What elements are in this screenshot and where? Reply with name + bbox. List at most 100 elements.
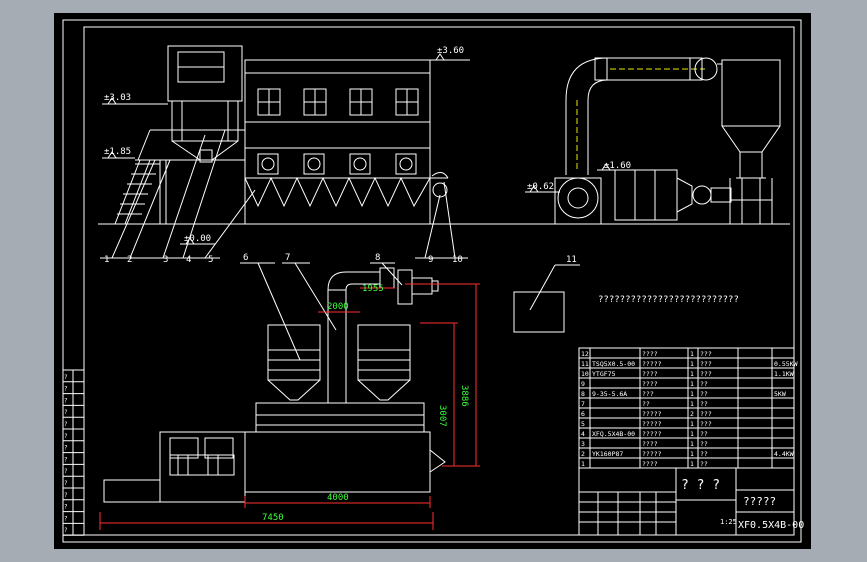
- dimension-7450: 7450: [262, 513, 284, 523]
- parts-table-cell-mat: ???: [700, 370, 712, 378]
- parts-table-cell-no: 5: [581, 420, 585, 428]
- parts-table-cell-name: ?????: [642, 410, 662, 418]
- elevation-1-85: ±1.85: [104, 147, 131, 157]
- parts-table-cell-no: 11: [581, 360, 589, 368]
- part-11-leader: [529, 264, 556, 311]
- parts-table-cell-mat: ??: [700, 440, 708, 448]
- parts-table-cell-qty: 1: [690, 440, 694, 448]
- parts-table-cell-name: ????: [642, 440, 658, 448]
- parts-table-cell-qty: 1: [690, 460, 694, 468]
- parts-table-cell-name: ????: [642, 460, 658, 468]
- left-strip-cell: ?: [64, 492, 68, 499]
- parts-table-cell-qty: 1: [690, 350, 694, 358]
- part-leaders-top: [100, 129, 468, 259]
- parts-table-cell-qty: 1: [690, 420, 694, 428]
- parts-table-cell-mat: ???: [700, 420, 712, 428]
- parts-table-cell-note: 5KW: [774, 390, 786, 398]
- left-strip: ??????????????: [62, 369, 85, 536]
- part-labels-top: 1 2 3 4 5 9 10: [104, 255, 463, 265]
- left-strip-cell: ?: [64, 374, 68, 381]
- part-label-6: 6: [243, 253, 248, 263]
- part-label-10: 10: [452, 255, 463, 265]
- part-label-8: 8: [375, 253, 380, 263]
- elevation-3-03: ±3.03: [104, 93, 131, 103]
- parts-table-cell-note: 1.1KW: [774, 370, 794, 378]
- parts-table-cell-code: XFQ.5X4B-00: [592, 430, 635, 438]
- outer-border: [62, 19, 802, 543]
- dryer-front-view: [102, 45, 470, 245]
- dimension-4000: 4000: [327, 493, 349, 503]
- parts-table-cell-name: ??: [642, 400, 650, 408]
- parts-table-cell-name: ???: [642, 390, 654, 398]
- parts-table-cell-name: ?????: [642, 430, 662, 438]
- parts-table-cell-code: 9-35-5.6A: [592, 390, 627, 398]
- parts-table-cell-no: 6: [581, 410, 585, 418]
- left-strip-cell: ?: [64, 433, 68, 440]
- parts-table-cell-qty: 1: [690, 430, 694, 438]
- parts-table-cell-code: YTGF75: [592, 370, 616, 378]
- dimension-lines: [99, 283, 480, 530]
- parts-table-cell-qty: 1: [690, 380, 694, 388]
- parts-table-cell-note: 4.4KW: [774, 450, 794, 458]
- left-strip-cell: ?: [64, 456, 68, 463]
- parts-table-cell-qty: 1: [690, 360, 694, 368]
- parts-table-cell-name: ?????: [642, 360, 662, 368]
- title-big: ? ? ?: [681, 478, 720, 493]
- part-label-7: 7: [285, 253, 290, 263]
- parts-table-cell-mat: ???: [700, 410, 712, 418]
- parts-table-cell-no: 1: [581, 460, 585, 468]
- technical-note: ??????????????????????????: [598, 295, 739, 305]
- left-strip-cell: ?: [64, 527, 68, 534]
- parts-table-cell-mat: ??: [700, 460, 708, 468]
- left-strip-cell: ?: [64, 468, 68, 475]
- parts-table-cell-no: 9: [581, 380, 585, 388]
- parts-table-cell-name: ?????: [642, 420, 662, 428]
- parts-table-cell-mat: ??: [700, 450, 708, 458]
- left-strip-cell: ?: [64, 386, 68, 393]
- left-strip-cell: ?: [64, 397, 68, 404]
- parts-table-cell-mat: ??: [700, 380, 708, 388]
- part-label-1: 1: [104, 255, 109, 265]
- left-strip-cell: ?: [64, 445, 68, 452]
- dimension-1955: 1955: [362, 284, 384, 294]
- part-label-11: 11: [566, 255, 577, 265]
- left-strip-cell: ?: [64, 421, 68, 428]
- part-label-3: 3: [163, 255, 168, 265]
- parts-table-cell-name: ????: [642, 370, 658, 378]
- drawing-scale: 1:25: [720, 518, 737, 526]
- parts-table-cell-mat: ??: [700, 390, 708, 398]
- parts-table-cell-note: 0.55KW: [774, 360, 798, 368]
- parts-table-cell-no: 10: [581, 370, 589, 378]
- parts-table-cell-name: ????: [642, 350, 658, 358]
- parts-table-cell-qty: 1: [690, 370, 694, 378]
- part-leaders-bottom: [240, 262, 403, 361]
- dimension-3007: 3007: [437, 405, 447, 427]
- parts-table-cell-mat: ???: [700, 360, 712, 368]
- parts-table-cell-code: YK160P87: [592, 450, 623, 458]
- dryer-plan-view: [103, 267, 446, 503]
- left-strip-cell: ?: [64, 409, 68, 416]
- parts-table-cell-mat: ??: [700, 430, 708, 438]
- parts-table-cell-no: 7: [581, 400, 585, 408]
- company-name: ?????: [743, 495, 776, 508]
- dimension-3886: 3886: [459, 385, 469, 407]
- parts-table-cell-code: TSQ5X0.5-00: [592, 360, 635, 368]
- dimension-2000: 2000: [327, 302, 349, 312]
- part-label-5: 5: [208, 255, 213, 265]
- left-strip-cell: ?: [64, 480, 68, 487]
- elevation-1-60: ±1.60: [604, 161, 631, 171]
- parts-table-cell-no: 12: [581, 350, 589, 358]
- parts-table-cell-no: 2: [581, 450, 585, 458]
- drawing-number: XF0.5X4B-00: [738, 520, 804, 531]
- left-strip-cell: ?: [64, 515, 68, 522]
- elevation-0-62: ±0.62: [527, 182, 554, 192]
- elevation-0-00: ±0.00: [184, 234, 211, 244]
- title-block: [578, 467, 795, 536]
- left-strip-cell: ?: [64, 504, 68, 511]
- part-11-box: [513, 291, 565, 333]
- parts-table-cell-qty: 1: [690, 450, 694, 458]
- parts-table-cell-mat: ??: [700, 400, 708, 408]
- elevation-3-60: ±3.60: [437, 46, 464, 56]
- parts-table-cell-name: ????: [642, 380, 658, 388]
